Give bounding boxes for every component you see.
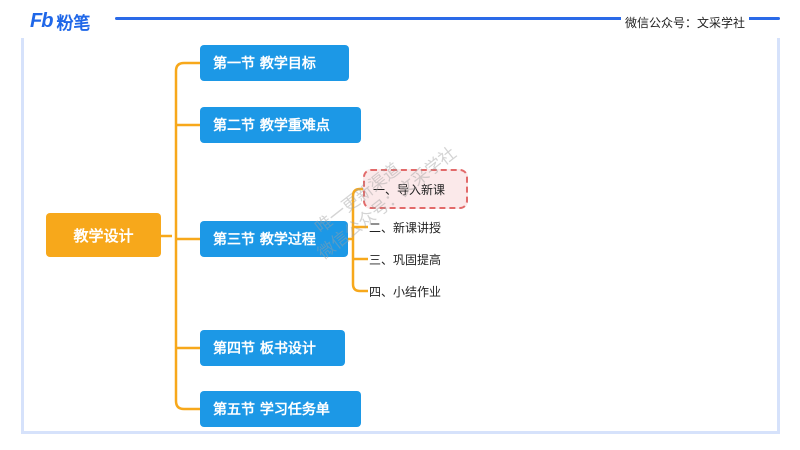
fenbi-logo: Fb 粉笔 bbox=[30, 9, 90, 34]
root-node: 教学设计 bbox=[46, 213, 161, 257]
sub-trunk bbox=[351, 187, 368, 293]
trunk-connector bbox=[174, 61, 200, 411]
section-node-2: 第二节 教学重难点 bbox=[200, 107, 361, 143]
logo-mark: Fb bbox=[30, 10, 53, 32]
section-node-1: 第一节 教学目标 bbox=[200, 45, 349, 81]
section-node-3: 第三节 教学过程 bbox=[200, 221, 348, 257]
header-divider bbox=[115, 17, 780, 20]
content-frame bbox=[21, 38, 780, 434]
sub-node-1-highlighted: 一、导入新课 bbox=[363, 169, 468, 209]
wechat-account-label: 微信公众号：文采学社 bbox=[621, 14, 750, 31]
section-node-4: 第四节 板书设计 bbox=[200, 330, 345, 366]
sub-node-3: 三、巩固提高 bbox=[369, 253, 442, 267]
sub-node-2: 二、新课讲授 bbox=[369, 221, 442, 235]
top-bar: Fb 粉笔 微信公众号：文采学社 bbox=[0, 0, 800, 36]
logo-text: 粉笔 bbox=[56, 14, 91, 34]
sub-node-4: 四、小结作业 bbox=[369, 285, 442, 299]
section-node-5: 第五节 学习任务单 bbox=[200, 391, 361, 427]
